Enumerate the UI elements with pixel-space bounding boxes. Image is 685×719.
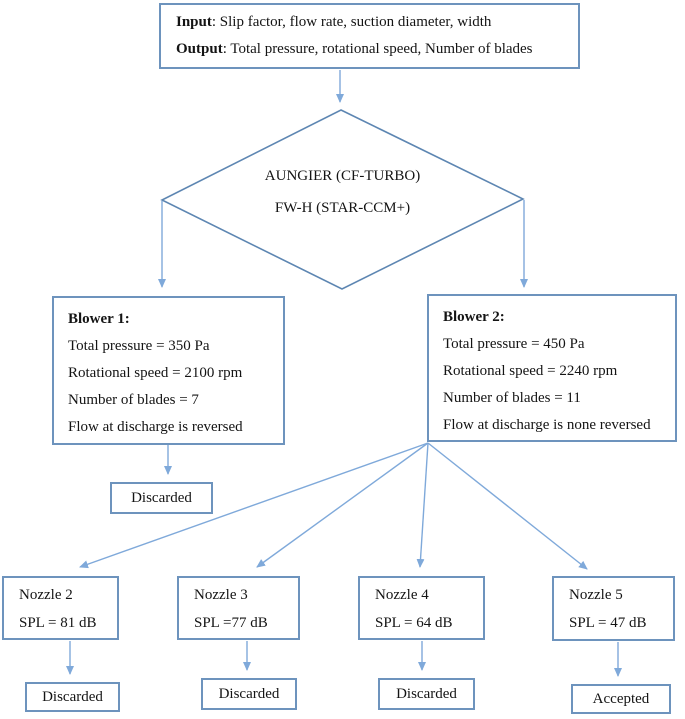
nozzle5-result-box: Accepted	[571, 684, 671, 714]
blower1-title: Blower 1:	[68, 311, 130, 327]
io-input-label: Input	[176, 14, 212, 30]
io-output-label: Output	[176, 41, 223, 57]
nozzle5-box: Nozzle 5 SPL = 47 dB	[552, 576, 675, 641]
nozzle3-name: Nozzle 3	[194, 587, 248, 603]
blower2-line: Number of blades = 11	[443, 390, 581, 406]
blower2-line: Total pressure = 450 Pa	[443, 336, 585, 352]
io-input-text: : Slip factor, flow rate, suction diamet…	[211, 14, 492, 30]
nozzle3-result-box: Discarded	[201, 678, 297, 710]
nozzle3-result-label: Discarded	[218, 685, 280, 702]
nozzle4-name: Nozzle 4	[375, 587, 429, 603]
arrow-blower2-to-nozzle4	[416, 442, 429, 568]
nozzle2-spl: SPL = 81 dB	[19, 615, 97, 631]
blower1-box: Blower 1: Total pressure = 350 Pa Rotati…	[52, 296, 285, 445]
nozzle4-result-box: Discarded	[378, 678, 475, 710]
nozzle3-box: Nozzle 3 SPL =77 dB	[177, 576, 300, 640]
decision-diamond-shape	[160, 109, 525, 290]
decision-line1: AUNGIER (CF-TURBO)	[264, 168, 421, 184]
io-output-text: : Total pressure, rotational speed, Numb…	[222, 41, 533, 57]
nozzle2-result-label: Discarded	[42, 688, 103, 705]
arrow-blower2-to-nozzle5	[427, 442, 588, 570]
io-box: Input: Slip factor, flow rate, suction d…	[159, 3, 580, 69]
blower1-result-box: Discarded	[110, 482, 213, 514]
blower1-line: Flow at discharge is reversed	[68, 419, 243, 435]
nozzle2-result-box: Discarded	[25, 682, 120, 712]
nozzle4-box: Nozzle 4 SPL = 64 dB	[358, 576, 485, 640]
decision-text: AUNGIER (CF-TURBO) FW-H (STAR-CCM+)	[162, 160, 523, 224]
blower2-box: Blower 2: Total pressure = 450 Pa Rotati…	[427, 294, 677, 442]
blower1-line: Rotational speed = 2100 rpm	[68, 365, 243, 381]
nozzle5-result-label: Accepted	[592, 690, 650, 707]
decision-line2: FW-H (STAR-CCM+)	[274, 200, 411, 216]
nozzle3-spl: SPL =77 dB	[194, 615, 268, 631]
blower1-result-label: Discarded	[131, 489, 192, 506]
blower2-line: Rotational speed = 2240 rpm	[443, 363, 618, 379]
nozzle2-name: Nozzle 2	[19, 587, 73, 603]
nozzle5-name: Nozzle 5	[569, 587, 623, 603]
arrow-blower2-to-nozzle3	[256, 442, 429, 568]
arrow-blower2-to-nozzle2	[79, 442, 429, 569]
blower2-title: Blower 2:	[443, 309, 505, 325]
io-input-line: Input: Slip factor, flow rate, suction d…	[176, 9, 578, 36]
blower1-line: Number of blades = 7	[68, 392, 199, 408]
nozzle2-box: Nozzle 2 SPL = 81 dB	[2, 576, 119, 640]
nozzle5-spl: SPL = 47 dB	[569, 615, 647, 631]
nozzle4-result-label: Discarded	[396, 685, 457, 702]
nozzle4-spl: SPL = 64 dB	[375, 615, 453, 631]
blower1-line: Total pressure = 350 Pa	[68, 338, 210, 354]
blower2-line: Flow at discharge is none reversed	[443, 417, 651, 433]
io-output-line: Output: Total pressure, rotational speed…	[176, 36, 578, 63]
